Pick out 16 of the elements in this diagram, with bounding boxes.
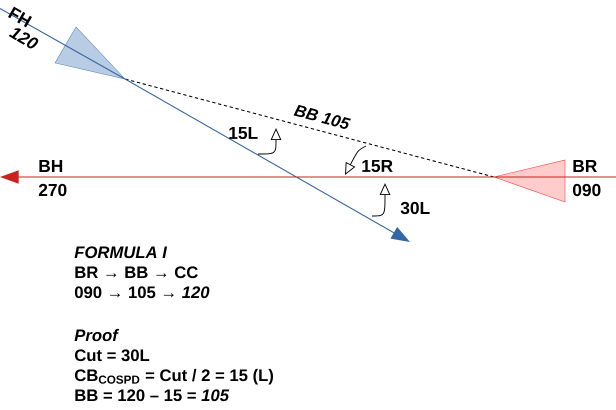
formula-line: CB$_{COSPD}$ = Cut / 2 = 15 (L)	[74, 368, 274, 384]
angle-label: 15L	[229, 126, 258, 140]
line-label: BH	[39, 160, 62, 172]
formula-heading: Proof	[74, 328, 120, 342]
dashed-line	[125, 78, 494, 178]
line-label: 270	[38, 184, 66, 196]
formula-line: BR → BB → CC	[75, 266, 198, 278]
angle-label: 30L	[400, 202, 430, 214]
formula-line: 090 → 105 → 120	[74, 286, 210, 298]
formula-line: Cut = 30L	[74, 349, 150, 362]
angle-label: 15R	[362, 160, 393, 172]
edge-label: BB 105	[294, 104, 351, 129]
line-label: 120	[8, 28, 38, 48]
formula-heading: FORMULA I	[74, 246, 168, 258]
formula-line: BB = 120 – 15 = 105	[75, 389, 230, 402]
line-label: FH	[8, 6, 32, 28]
